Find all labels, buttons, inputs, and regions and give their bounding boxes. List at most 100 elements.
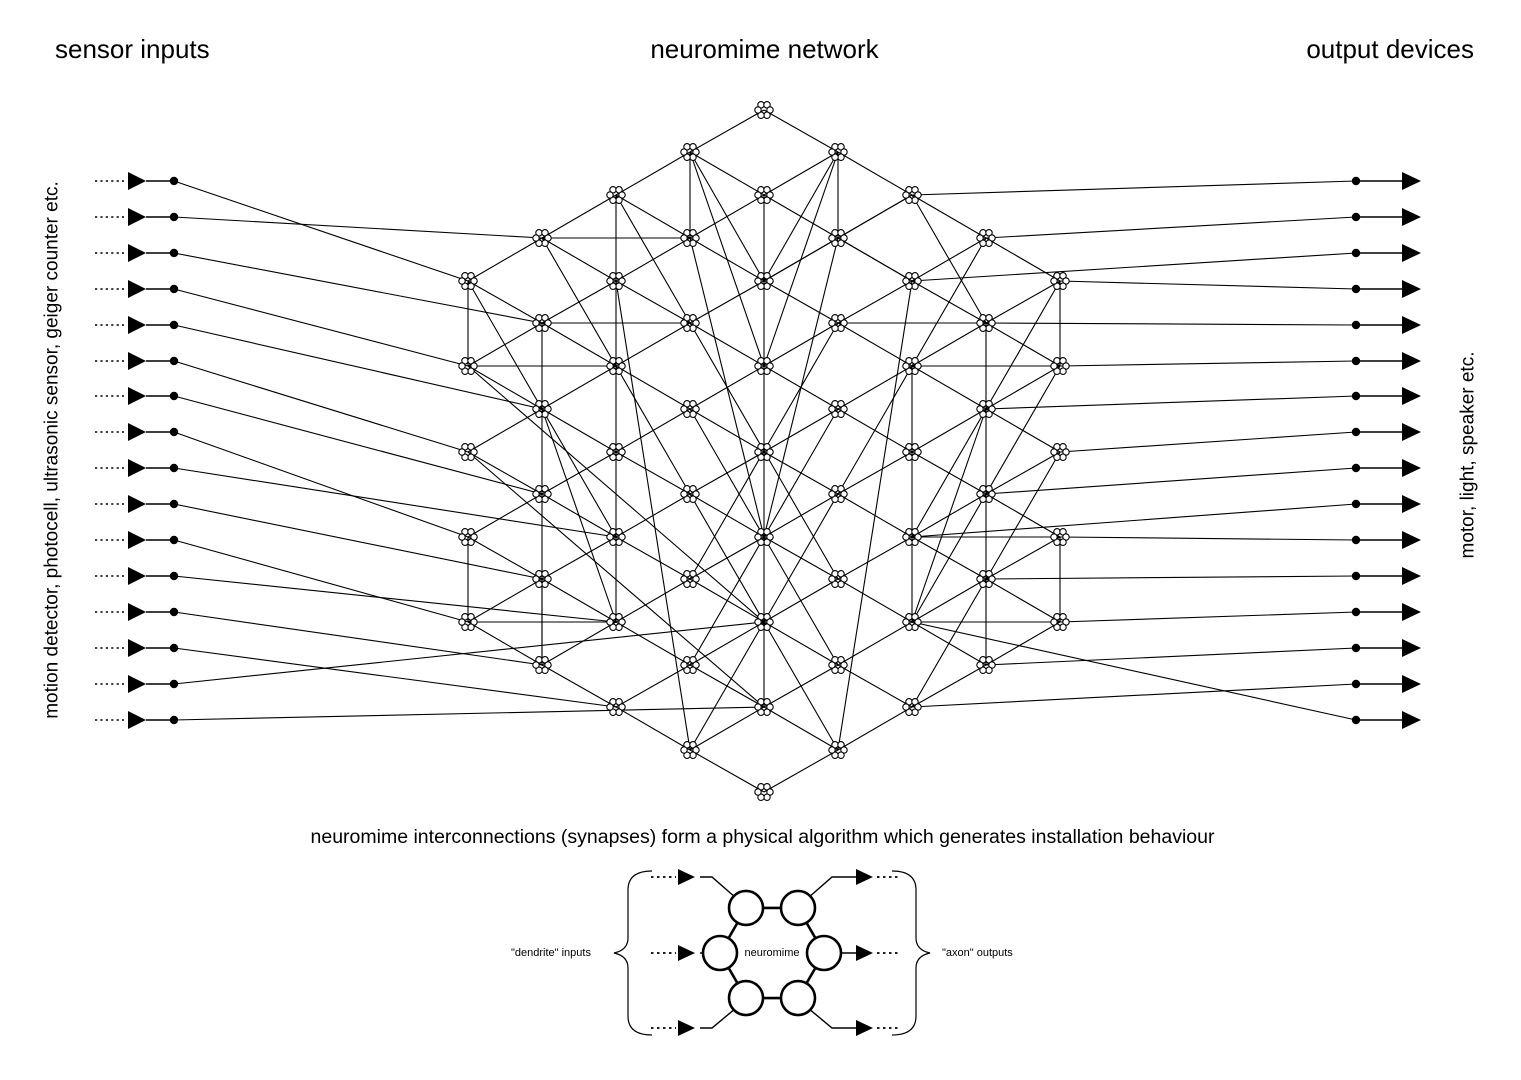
synapse-line xyxy=(837,664,913,708)
neuromime-node xyxy=(754,443,774,461)
synapse-line xyxy=(689,280,765,324)
synapse-line xyxy=(541,322,617,367)
axon-arrow-icon xyxy=(856,869,873,885)
neuromime-node xyxy=(458,613,478,631)
neuromime-node xyxy=(976,485,996,503)
input-synapse xyxy=(173,395,543,495)
neuromime-cell xyxy=(763,282,771,290)
synapse-line xyxy=(911,664,987,708)
neuromime-cell xyxy=(976,319,984,327)
synapse-line xyxy=(615,451,691,495)
neuromime-node xyxy=(828,229,848,247)
output-arrow-icon xyxy=(1402,711,1421,729)
neuromime-cell xyxy=(779,979,817,1017)
synapse-line xyxy=(837,536,913,580)
output-arrow-icon xyxy=(1402,675,1421,693)
synapse-line xyxy=(763,109,839,153)
neuromime-cell xyxy=(837,153,845,161)
input-junction xyxy=(169,607,179,617)
input-synapse xyxy=(173,216,543,239)
input-junction xyxy=(169,715,179,725)
neuromime-cell xyxy=(911,538,919,546)
synapse-line xyxy=(837,280,913,324)
output-arrow-icon xyxy=(1402,531,1421,549)
dendrite-arrow-icon xyxy=(678,1020,695,1036)
neuromime-node xyxy=(828,314,848,332)
neuromime-cell xyxy=(1050,618,1058,626)
output-synapse xyxy=(1059,360,1357,367)
neuromime-cell xyxy=(902,448,910,456)
neuromime-cell xyxy=(615,538,623,546)
synapse-line xyxy=(763,237,839,538)
synapse-line xyxy=(837,151,913,196)
input-arrow-icon xyxy=(128,675,146,693)
neuromime-cell xyxy=(754,788,762,796)
synapse-line xyxy=(837,578,913,623)
output-devices-heading: output devices xyxy=(1306,34,1474,64)
neuromime-node xyxy=(458,528,478,546)
neuromime-cell xyxy=(680,746,688,754)
neuromime-cell xyxy=(754,362,762,370)
synapse-line xyxy=(541,536,617,580)
output-synapse xyxy=(911,252,1357,282)
neuromime-cell xyxy=(680,234,688,242)
neuromime-cell xyxy=(680,148,688,156)
output-arrow-icon xyxy=(1402,423,1421,441)
neuromime-cell xyxy=(902,533,910,541)
neuromime-node xyxy=(828,400,848,418)
neuromime-cell xyxy=(606,362,614,370)
neuromime-cell xyxy=(532,405,540,413)
input-synapse xyxy=(173,252,543,324)
neuromime-node xyxy=(1050,272,1070,290)
neuromime-cell xyxy=(532,234,540,242)
neuromime-cell xyxy=(763,793,771,801)
synapse-line xyxy=(837,706,913,751)
output-arrow-icon xyxy=(1402,387,1421,405)
synapse-line xyxy=(467,621,543,666)
neuromime-cell xyxy=(680,661,688,669)
neuromime-node xyxy=(902,357,922,375)
neuromime-cell xyxy=(1050,277,1058,285)
synapse-line xyxy=(911,365,987,410)
neuromime-cell xyxy=(828,490,836,498)
neuromime-cell xyxy=(805,934,843,972)
input-arrow-icon xyxy=(128,603,146,621)
neuromime-cell xyxy=(754,448,762,456)
neuromime-node xyxy=(902,698,922,716)
synapse-line xyxy=(763,151,839,196)
input-synapse xyxy=(173,467,617,538)
neuromime-cell xyxy=(680,319,688,327)
synapse-line xyxy=(689,621,765,666)
synapse-line xyxy=(467,365,543,410)
neuromime-cell xyxy=(541,495,549,503)
neuromime-cell xyxy=(754,703,762,711)
neuromime-cell xyxy=(902,277,910,285)
synapse-line xyxy=(615,194,691,239)
synapse-line xyxy=(467,578,543,623)
neuromime-node xyxy=(754,783,774,801)
neuromime-cell xyxy=(828,319,836,327)
input-synapse xyxy=(173,647,617,708)
input-synapse xyxy=(173,180,469,282)
neuromime-node xyxy=(754,357,774,375)
output-arrow-icon xyxy=(1402,316,1421,334)
output-synapse xyxy=(1059,536,1357,541)
synapse-line xyxy=(985,578,1061,623)
input-synapse xyxy=(173,611,543,666)
synapse-line xyxy=(911,408,987,453)
input-arrow-icon xyxy=(128,352,146,370)
neuromime-cell xyxy=(902,703,910,711)
input-synapse xyxy=(173,288,469,367)
input-junction xyxy=(169,427,179,437)
neuromime-node xyxy=(458,443,478,461)
synapse-line xyxy=(541,408,617,453)
neuromime-cell xyxy=(837,410,845,418)
neuromime-cell xyxy=(828,234,836,242)
neuromime-cell xyxy=(754,191,762,199)
neuromime-node xyxy=(754,528,774,546)
neuromime-cell xyxy=(689,751,697,759)
synapse-line xyxy=(541,365,617,410)
neuromime-cell xyxy=(541,410,549,418)
output-synapse xyxy=(1059,280,1357,290)
dendrite-brace xyxy=(613,870,653,1036)
